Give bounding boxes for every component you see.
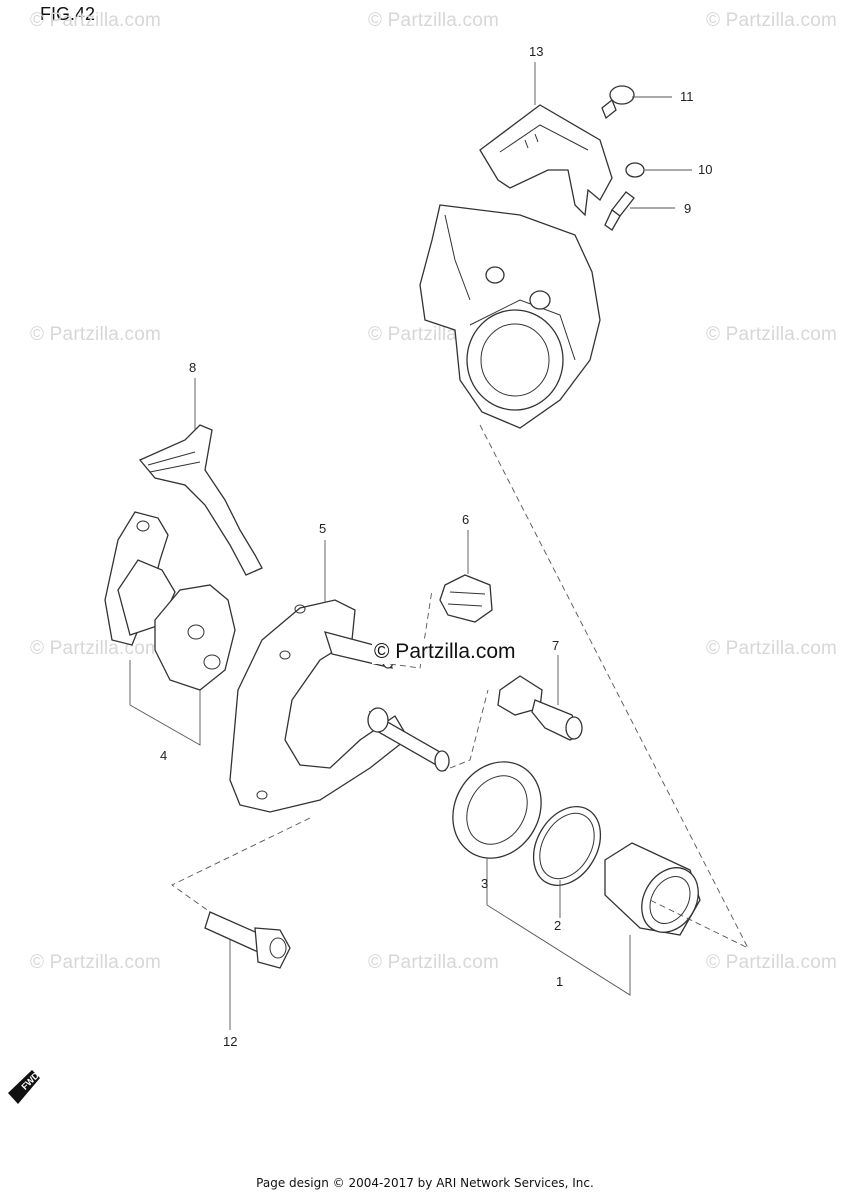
callout-13: 13 (529, 44, 544, 59)
callout-1: 1 (556, 974, 564, 989)
callout-8: 8 (189, 360, 197, 375)
watermark: © Partzilla.com (30, 952, 162, 973)
part-7-pin-boot[interactable] (497, 675, 583, 741)
part-13-bracket[interactable] (479, 104, 613, 217)
assembly-line-boot (389, 589, 433, 669)
part-8-pad-spring[interactable] (138, 424, 263, 576)
part-2-dust-seal[interactable] (520, 795, 614, 898)
part-4-brake-pads[interactable] (104, 511, 236, 691)
caliper-body[interactable] (419, 204, 601, 429)
callout-12: 12 (223, 1034, 238, 1049)
watermark: © Partzilla.com (706, 952, 838, 973)
watermark: © Partzilla.com (706, 324, 838, 345)
part-5-caliper-bracket[interactable] (229, 599, 450, 813)
leader-4 (129, 660, 201, 746)
part-6-boot[interactable] (439, 574, 493, 623)
figure-title: FIG.42 (40, 4, 96, 24)
watermark: © Partzilla.com (30, 324, 162, 345)
fwd-arrow-icon (8, 1070, 40, 1104)
callout-6: 6 (462, 512, 470, 527)
part-1-piston[interactable] (604, 842, 710, 942)
callout-9: 9 (684, 201, 692, 216)
watermark: © Partzilla.com (368, 10, 500, 31)
watermark: © Partzilla.com (706, 638, 838, 659)
callout-10: 10 (698, 162, 713, 177)
assembly-line-bolt (171, 817, 311, 913)
leader-1 (486, 904, 631, 996)
callout-2: 2 (554, 918, 562, 933)
watermark: © Partzilla.com (368, 952, 500, 973)
part-12-bolt[interactable] (204, 911, 291, 969)
part-10-cap[interactable] (625, 162, 645, 178)
center-watermark: © Partzilla.com (372, 640, 518, 664)
page-footer: Page design © 2004-2017 by ARI Network S… (256, 1176, 594, 1190)
watermark: © Partzilla.com (30, 10, 162, 31)
part-11-bolt[interactable] (601, 85, 635, 120)
callout-4: 4 (160, 748, 168, 763)
part-9-bleed-valve[interactable] (604, 191, 635, 231)
part-3-piston-seal[interactable] (436, 746, 559, 875)
assembly-line-pin (449, 689, 489, 769)
watermark: © Partzilla.com (706, 10, 838, 31)
callout-5: 5 (319, 521, 327, 536)
callout-11: 11 (680, 89, 694, 104)
assembly-line-caliper-piston (479, 424, 750, 949)
callout-3: 3 (481, 876, 489, 891)
callout-7: 7 (552, 638, 560, 653)
